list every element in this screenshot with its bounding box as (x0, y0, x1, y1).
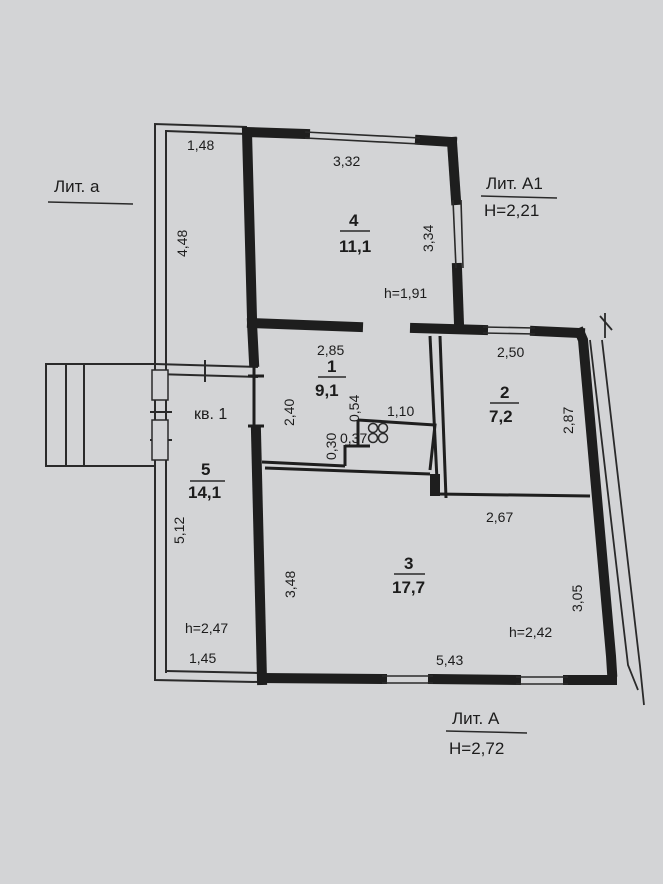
dim-room3-top: 2,67 (486, 509, 513, 525)
lit-a1-label: Лит. А1 (486, 174, 543, 193)
apartment-label: кв. 1 (194, 406, 227, 423)
lit-main-height: H=2,72 (449, 739, 504, 758)
room-2-number: 2 (500, 383, 509, 402)
room-3-number: 3 (404, 554, 413, 573)
dim-room3-left: 3,48 (282, 571, 298, 598)
height-room4: h=1,91 (384, 285, 427, 301)
dim-veranda-bottom: 1,45 (189, 650, 216, 666)
dim-stove-c: 0,30 (323, 433, 339, 460)
dim-room2-side: 2,87 (560, 407, 576, 434)
dim-stove-b: 0,37 (340, 430, 367, 446)
lit-a-label: Лит. а (54, 177, 100, 196)
room-3-area: 17,7 (392, 578, 425, 597)
dim-bottom: 5,43 (436, 652, 463, 668)
dim-room2-top: 2,50 (497, 344, 524, 360)
room-1-number: 1 (327, 357, 336, 376)
wall-post (430, 474, 440, 496)
outer-lines (589, 313, 645, 706)
area-bars (190, 230, 519, 575)
thick-walls (241, 126, 618, 686)
lit-main-label: Лит. А (452, 709, 500, 728)
lit-a1-height: H=2,21 (484, 201, 539, 220)
room-2-area: 7,2 (489, 407, 513, 426)
veranda-doors (151, 369, 169, 461)
stove (367, 422, 389, 444)
dim-porch-side: 4,48 (174, 230, 190, 257)
entrance-steps (45, 363, 156, 467)
dim-room1-side: 2,40 (281, 399, 297, 426)
windows (304, 131, 568, 685)
room-1-area: 9,1 (315, 381, 339, 400)
leader-lines (47, 195, 558, 734)
dim-stove-a: 0,54 (346, 395, 362, 422)
height-room5: h=2,47 (185, 620, 228, 636)
veranda-outline (150, 122, 259, 683)
room-5-area: 14,1 (188, 483, 221, 502)
room-4-number: 4 (349, 211, 359, 230)
dim-room4-top: 3,32 (333, 153, 360, 169)
dim-room4-side: 3,34 (420, 225, 436, 252)
interior-walls (248, 335, 591, 499)
room-4-area: 11,1 (339, 237, 371, 256)
dim-porch-top: 1,48 (187, 137, 214, 153)
height-room3: h=2,42 (509, 624, 552, 640)
dim-room3-right: 3,05 (569, 585, 585, 612)
dim-stove-w: 1,10 (387, 403, 414, 419)
dim-room1-top: 2,85 (317, 342, 344, 358)
room-5-number: 5 (201, 460, 210, 479)
dim-veranda-side: 5,12 (171, 517, 187, 544)
